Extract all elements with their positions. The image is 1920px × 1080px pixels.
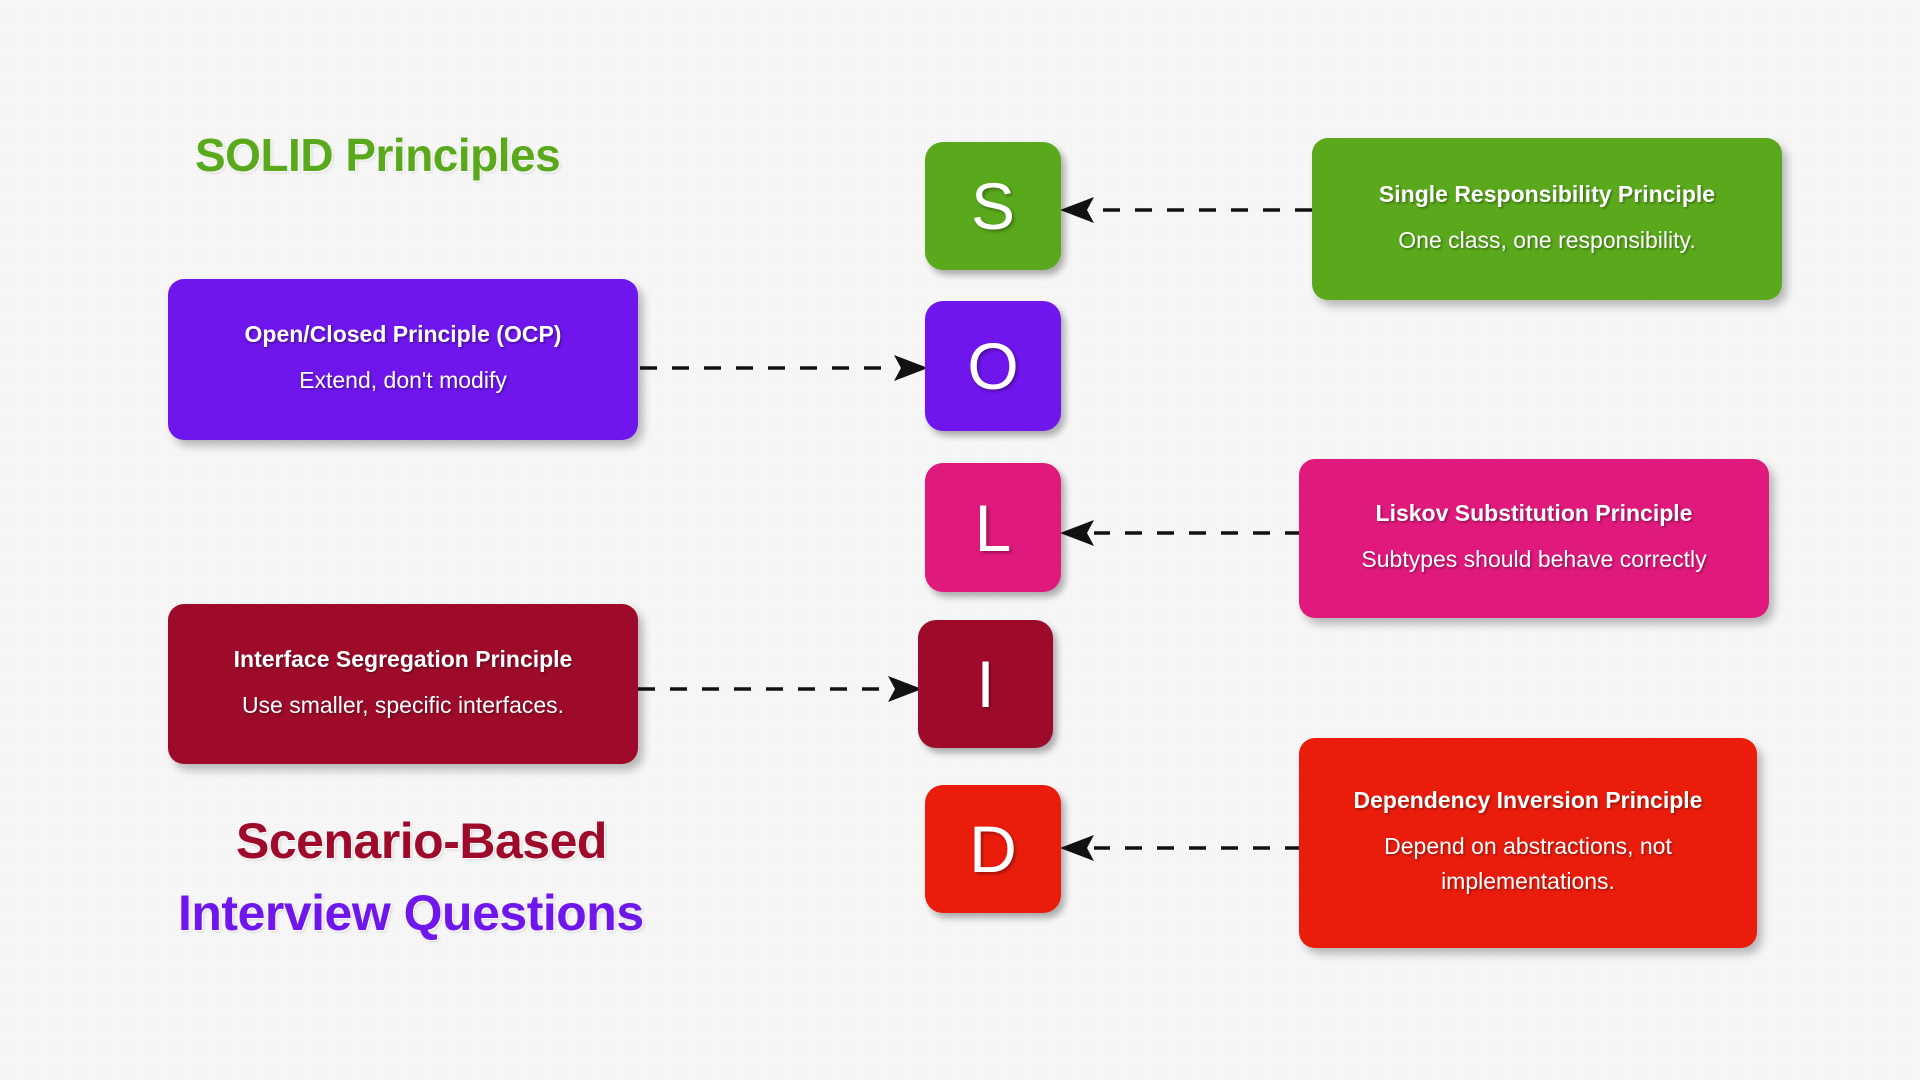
footer-title-line-1: Scenario-Based — [236, 813, 607, 869]
letter-tile-o[interactable]: O — [925, 301, 1061, 431]
letter-tile-i[interactable]: I — [918, 620, 1053, 748]
letter-tile-d[interactable]: D — [925, 785, 1061, 913]
card-title-srp: Single Responsibility Principle — [1378, 180, 1716, 207]
letter-glyph-i: I — [976, 647, 995, 721]
connector-isp-to-i — [638, 676, 922, 702]
card-desc-ocp: Extend, don't modify — [299, 367, 507, 394]
card-desc-isp: Use smaller, specific interfaces. — [241, 691, 565, 718]
connector-srp-to-s — [1060, 197, 1312, 223]
card-interface-segregation-principle[interactable]: Interface Segregation Principle Use smal… — [168, 604, 638, 764]
card-title-lsp: Liskov Substitution Principle — [1375, 500, 1693, 527]
card-title-isp: Interface Segregation Principle — [233, 645, 573, 672]
card-dependency-inversion-principle[interactable]: Dependency Inversion Principle Depend on… — [1299, 738, 1757, 948]
letter-tile-s[interactable]: S — [925, 142, 1061, 270]
letter-glyph-s: S — [970, 169, 1016, 243]
page-title: SOLID Principles — [195, 129, 561, 181]
card-desc-lsp: Subtypes should behave correctly — [1361, 546, 1707, 573]
connector-ocp-to-o — [640, 355, 928, 381]
letter-glyph-d: D — [969, 812, 1017, 886]
footer-title-line-2: Interview Questions — [178, 885, 644, 941]
letter-glyph-l: L — [974, 490, 1012, 565]
card-liskov-substitution-principle[interactable]: Liskov Substitution Principle Subtypes s… — [1299, 459, 1769, 618]
letter-tile-l[interactable]: L — [925, 463, 1061, 592]
card-title-dip: Dependency Inversion Principle — [1353, 786, 1703, 813]
card-desc-dip: Depend on abstractions, not implementati… — [1384, 832, 1672, 895]
letter-glyph-o: O — [967, 329, 1019, 403]
card-open-closed-principle[interactable]: Open/Closed Principle (OCP) Extend, don'… — [168, 279, 638, 440]
connector-lsp-to-l — [1060, 520, 1302, 546]
card-single-responsibility-principle[interactable]: Single Responsibility Principle One clas… — [1312, 138, 1782, 300]
card-desc-srp: One class, one responsibility. — [1398, 226, 1696, 253]
card-title-ocp: Open/Closed Principle (OCP) — [244, 321, 562, 348]
connector-dip-to-d — [1060, 835, 1302, 861]
